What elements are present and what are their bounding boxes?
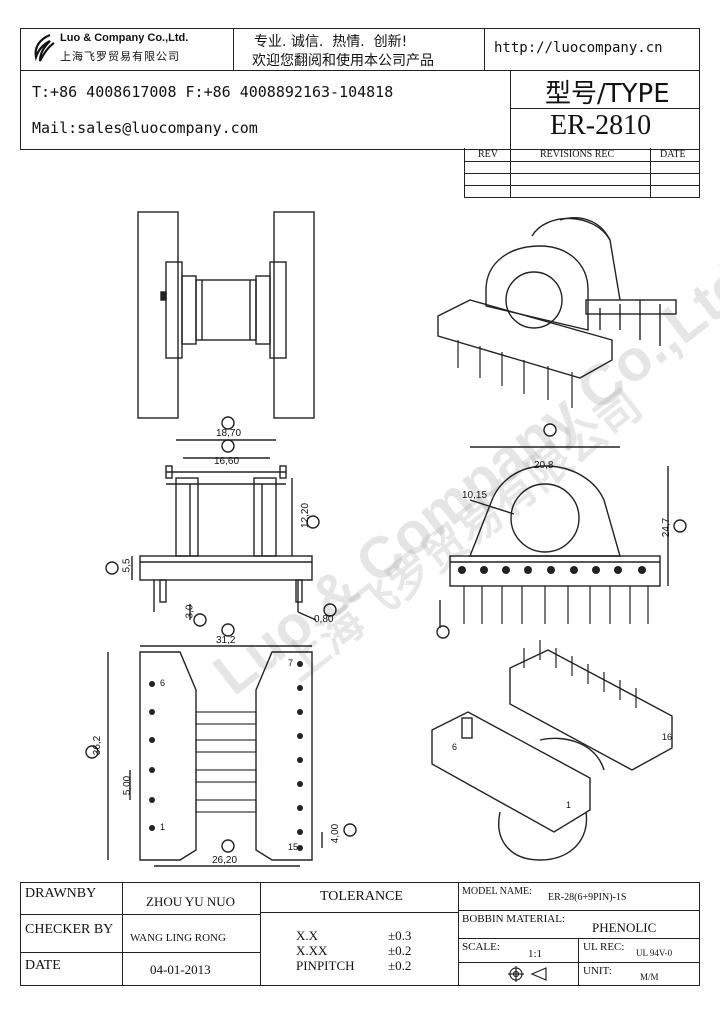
- pin-label-6: 6: [160, 678, 166, 688]
- tol-val-pinpitch: ±0.2: [388, 958, 412, 973]
- date-col-header: DATE: [660, 149, 686, 160]
- dim-n-36-2: 36,2: [92, 735, 104, 756]
- type-label: 型号/TYPE: [545, 79, 670, 109]
- pin-label-1: 1: [160, 822, 166, 832]
- isometric-view-top: [437, 217, 677, 408]
- tol-key-pinpitch: PINPITCH: [296, 958, 355, 973]
- isometric-view-bottom: [431, 640, 673, 861]
- projection-symbol-icon: [508, 966, 547, 982]
- top-view: [137, 211, 315, 419]
- drawnby-value: ZHOU YU NUO: [146, 894, 236, 909]
- slogan-line-2: 欢迎您翻阅和使用本公司产品: [252, 53, 434, 69]
- checker-label: CHECKER BY: [25, 922, 114, 937]
- pin-label-7: 7: [288, 658, 294, 668]
- drawnby-label: DRAWNBY: [25, 886, 97, 901]
- company-logo-icon: [34, 33, 55, 62]
- bobbin-material-value: PHENOLIC: [592, 920, 657, 935]
- dim-a-26-20: 26,20: [212, 855, 238, 866]
- bobbin-material-label: BOBBIN MATERIAL:: [462, 913, 565, 925]
- dim-i-4-00: 4,00: [330, 823, 342, 844]
- tol-val-xxx: ±0.2: [388, 943, 412, 958]
- dim-circle-10-15: 10,15: [462, 490, 488, 501]
- iso-pin-label-16: 16: [662, 732, 673, 742]
- dim-k-3-0: 3,0: [184, 604, 196, 619]
- technical-drawing: [85, 211, 687, 867]
- title-block-footer: [20, 882, 700, 986]
- iso-pin-label-1: 1: [566, 800, 572, 810]
- revisions-rec-col-header: REVISIONS REC: [540, 149, 615, 160]
- unit-label: UNIT:: [583, 965, 612, 977]
- tol-key-xx: X.X: [296, 928, 319, 943]
- tol-key-xxx: X.XX: [296, 943, 328, 958]
- iso-pin-label-6: 6: [452, 742, 458, 752]
- website-link[interactable]: http://luocompany.cn: [494, 40, 663, 56]
- dim-d-20-8: 20,8: [534, 460, 554, 471]
- bottom-view: [85, 623, 357, 867]
- dim-f-18-70: 18,70: [216, 428, 242, 439]
- contact-mail[interactable]: Mail:sales@luocompany.com: [32, 119, 258, 137]
- company-name-en: Luo & Company Co.,Ltd.: [60, 32, 189, 44]
- scale-value: 1:1: [528, 948, 543, 960]
- title-block-header: [20, 28, 700, 150]
- pin-label-15: 15: [288, 842, 299, 852]
- model-name-label: MODEL NAME:: [462, 886, 532, 897]
- side-view: [436, 423, 687, 639]
- scale-label: SCALE:: [462, 941, 500, 953]
- front-view: [105, 416, 337, 627]
- type-value: ER-2810: [550, 110, 652, 141]
- dim-h-12-20: 12,20: [300, 502, 312, 529]
- tolerance-title: TOLERANCE: [320, 889, 403, 904]
- tol-val-xx: ±0.3: [388, 928, 412, 943]
- date-label: DATE: [25, 958, 61, 973]
- dim-j-5-5: 5,5: [121, 558, 133, 573]
- slogan-line-1: 专业. 诚信. 热情. 创新!: [254, 34, 408, 50]
- dim-m-31-2: 31,2: [216, 635, 236, 646]
- ul-rec-label: UL REC:: [583, 941, 625, 953]
- contact-phone: T:+86 4008617008 F:+86 4008892163-104818: [32, 83, 394, 101]
- rev-col-header: REV: [478, 149, 498, 160]
- dim-b-24-7: 24,7: [661, 517, 673, 538]
- dim-g-5-00: 5,00: [122, 775, 134, 796]
- checker-value: WANG LING RONG: [130, 932, 226, 944]
- company-name-cn: 上海飞罗贸易有限公司: [60, 50, 180, 63]
- dim-c-0-80: 0,80: [314, 614, 334, 625]
- dim-e-16-60: 16,60: [214, 456, 240, 467]
- ul-rec-value: UL 94V-0: [636, 948, 673, 958]
- date-value: 04-01-2013: [150, 962, 211, 977]
- unit-value: M/M: [640, 972, 659, 982]
- model-name-value: ER-28(6+9PIN)-1S: [548, 892, 627, 903]
